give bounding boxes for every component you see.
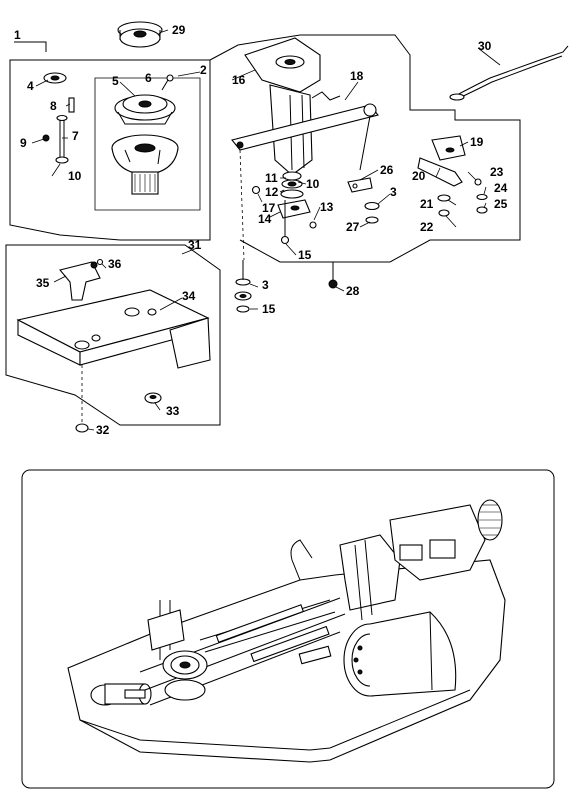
callout-2: 2 [200, 63, 207, 77]
callout-28: 28 [346, 284, 360, 298]
callout-33: 33 [166, 404, 180, 418]
callout-24: 24 [494, 181, 508, 195]
bottom-plate-assembly [16, 258, 211, 433]
callout-7: 7 [72, 129, 79, 143]
looper-assembly [231, 37, 380, 313]
callout-29: 29 [172, 23, 186, 37]
group-frames [5, 34, 521, 426]
leader-lines [31, 29, 501, 431]
callout-13: 13 [320, 200, 334, 214]
callout-5: 5 [112, 74, 119, 88]
callout-30: 30 [478, 39, 492, 53]
callout-31: 31 [188, 238, 202, 252]
callout-3-lower: 3 [262, 278, 269, 292]
callout-27: 27 [346, 220, 360, 234]
callout-4: 4 [27, 79, 34, 93]
callout-8: 8 [50, 99, 57, 113]
callout-32: 32 [96, 423, 110, 437]
callout-labels: 1 2 3 3 4 5 6 7 8 9 10 10 11 12 13 14 15… [14, 23, 508, 437]
callout-22: 22 [420, 220, 434, 234]
callout-18: 18 [350, 69, 364, 83]
callout-11: 11 [265, 171, 278, 185]
callout-3-right: 3 [390, 185, 397, 199]
callout-25: 25 [494, 197, 508, 211]
callout-36: 36 [108, 257, 122, 271]
callout-34: 34 [182, 289, 196, 303]
callout-16: 16 [232, 73, 246, 87]
callout-15-lower: 15 [262, 302, 276, 316]
callout-9: 9 [20, 136, 27, 150]
callout-19: 19 [470, 135, 484, 149]
upper-looper-parts [417, 45, 569, 217]
callout-23: 23 [490, 165, 504, 179]
callout-14: 14 [258, 212, 272, 226]
callout-12: 12 [265, 185, 279, 199]
callout-26: 26 [380, 163, 394, 177]
callout-10-left: 10 [68, 169, 82, 183]
machine-cutaway [21, 469, 555, 789]
callout-6: 6 [145, 71, 152, 85]
callout-1: 1 [14, 28, 21, 42]
callout-17: 17 [262, 201, 276, 215]
callout-15-center: 15 [298, 248, 312, 262]
callout-21: 21 [420, 197, 434, 211]
callout-10-center: 10 [306, 177, 320, 191]
callout-35: 35 [36, 276, 50, 290]
callout-20: 20 [412, 169, 426, 183]
hook-assembly [42, 21, 179, 195]
